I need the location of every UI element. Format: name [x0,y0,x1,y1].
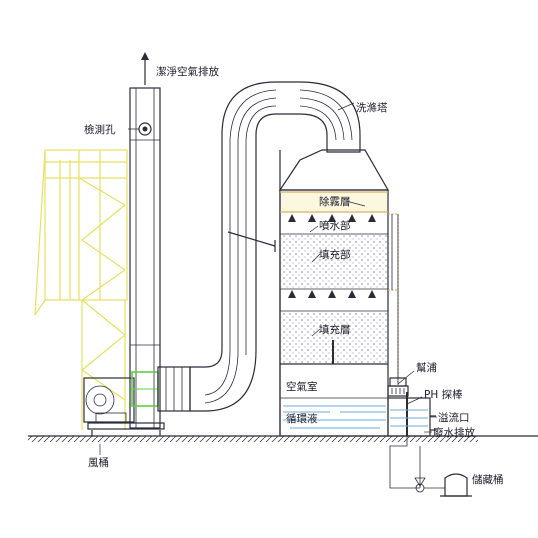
connecting-duct [189,81,361,412]
label-air-chamber: 空氣室 [286,380,318,393]
storage-tank [440,473,472,497]
label-tower: 洗滌塔 [356,101,388,114]
sump-water [283,405,386,429]
label-overflow: 溢流口 [438,411,470,424]
leader-lines [99,102,437,455]
label-sample-port: 檢測孔 [84,123,116,136]
label-pump: 幫浦 [416,361,437,374]
labels: 潔淨空氣排放 檢測孔 洗滌塔 除霧層 噴水部 填充部 填充層 空氣室 幫浦 PH… [84,65,504,486]
spray-nozzles [288,214,376,222]
support-frame [34,149,128,430]
spray-nozzles-lower [288,290,376,298]
label-packing-upper: 填充部 [319,248,351,261]
label-drain: 廢水排放 [433,426,475,439]
label-fan: 風桶 [88,456,109,469]
label-exhaust: 潔淨空氣排放 [156,65,219,78]
label-packing-lower: 填充層 [319,323,351,336]
fan-unit [83,366,191,436]
recirculation-pipe [388,213,399,385]
label-spray: 噴水部 [319,219,351,232]
label-storage: 儲藏桶 [472,473,504,486]
label-ph-probe: PH 探棒 [424,388,463,401]
label-circulation: 循環液 [286,412,318,425]
pump [387,377,409,397]
scrubber-tower [278,149,390,437]
label-demister: 除霧層 [319,195,351,208]
drain-piping [389,415,445,493]
